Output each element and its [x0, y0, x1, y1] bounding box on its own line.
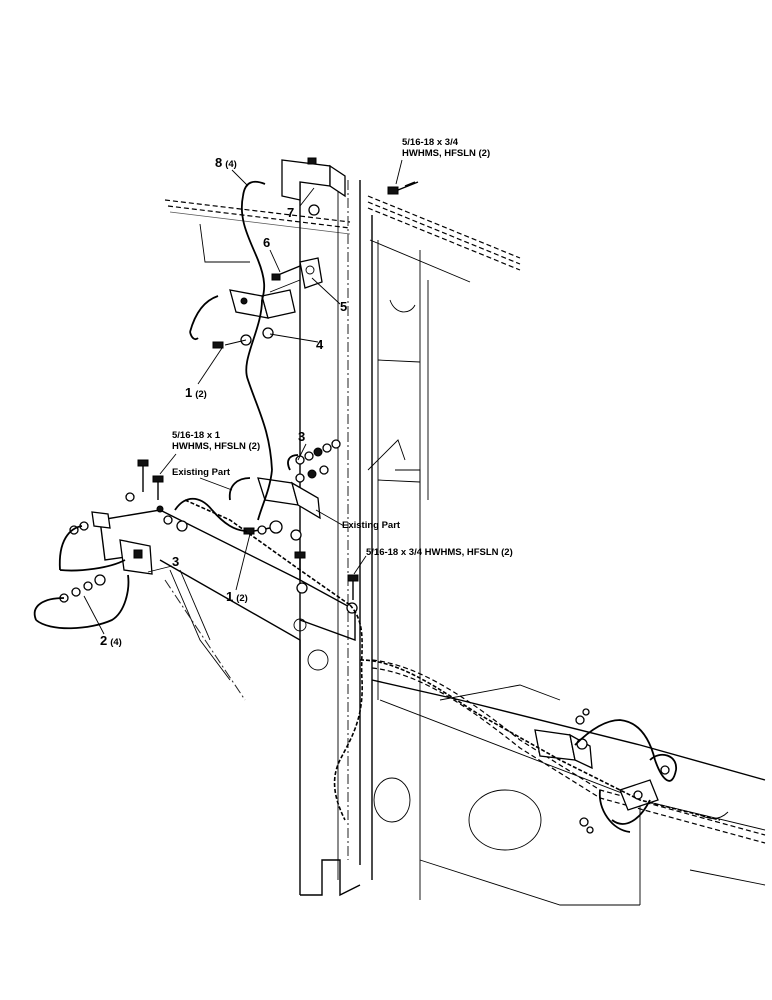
existing-part-right-text: Existing Part — [342, 520, 401, 531]
bolts-5-16-x-1 — [137, 459, 164, 500]
lower-left-beam — [99, 509, 356, 701]
existing-part-label-left: Existing Part — [172, 467, 230, 478]
hardware-top-right-line2: HWHMS, HFSLN (2) — [402, 148, 491, 159]
lower-right-sensor-a — [534, 708, 593, 770]
callout-1-upper: 1(2) — [185, 386, 207, 401]
callout-3-lower-number: 3 — [172, 554, 180, 569]
bolt-part-6 — [271, 265, 301, 281]
harness-cable-main-run — [184, 499, 721, 833]
callout-7-number: 7 — [287, 205, 295, 220]
callout-3-lower: 3 — [172, 555, 179, 568]
callout-4-number: 4 — [316, 337, 324, 352]
hardware-lower-right-line1: 5/16-18 x 3/4 HWHMS, HFSLN (2) — [366, 547, 513, 558]
right-column — [367, 215, 429, 900]
callout-8: 8(4) — [215, 156, 237, 171]
callout-1-lower-number: 1 — [226, 589, 234, 604]
callout-1-lower: 1(2) — [226, 590, 248, 605]
callout-5: 5 — [340, 300, 347, 313]
upper-frame-rail — [164, 195, 521, 283]
callout-7: 7 — [287, 206, 294, 219]
callout-2-number: 2 — [100, 633, 108, 648]
existing-part-label-right: Existing Part — [342, 520, 400, 531]
fastener-stack-upper-right — [295, 439, 341, 483]
sensor-block-part-4 — [212, 289, 296, 349]
callout-1-upper-number: 1 — [185, 385, 193, 400]
hardware-label-middle-left: 5/16-18 x 1 HWHMS, HFSLN (2) — [172, 430, 260, 452]
callout-3-upper: 3 — [298, 430, 305, 443]
callout-1-upper-qty: (2) — [195, 389, 207, 400]
callout-4: 4 — [316, 338, 323, 351]
callout-3-upper-number: 3 — [298, 429, 306, 444]
hardware-label-lower-right: 5/16-18 x 3/4 HWHMS, HFSLN (2) — [366, 547, 513, 558]
callout-5-number: 5 — [340, 299, 348, 314]
callout-8-number: 8 — [215, 155, 223, 170]
fastener-stack-part-1-lower — [243, 525, 271, 535]
lower-frame-rail — [371, 659, 766, 906]
callout-8-qty: (4) — [225, 159, 237, 170]
callout-6: 6 — [263, 236, 270, 249]
bolt-5-16-x-3-4-upper — [387, 181, 419, 195]
harness-cable-upper — [189, 180, 273, 471]
hardware-top-right-line1: 5/16-18 x 3/4 — [402, 137, 458, 148]
top-bracket — [281, 157, 346, 216]
hardware-label-top-right: 5/16-18 x 3/4 HWHMS, HFSLN (2) — [402, 137, 490, 159]
lower-right-sensor-b — [579, 765, 670, 834]
callout-6-number: 6 — [263, 235, 271, 250]
hardware-middle-left-line1: 5/16-18 x 1 — [172, 430, 221, 441]
harness-cable-left — [33, 525, 130, 630]
harness-cable-middle — [174, 454, 299, 532]
callout-2: 2(4) — [100, 634, 122, 649]
callout-1-lower-qty: (2) — [236, 593, 248, 604]
existing-part-left-text: Existing Part — [172, 467, 231, 478]
callout-2-qty: (4) — [110, 637, 122, 648]
middle-sensor-block — [257, 477, 321, 541]
left-end-bracket — [59, 492, 188, 603]
hardware-middle-left-line2: HWHMS, HFSLN (2) — [172, 441, 261, 452]
